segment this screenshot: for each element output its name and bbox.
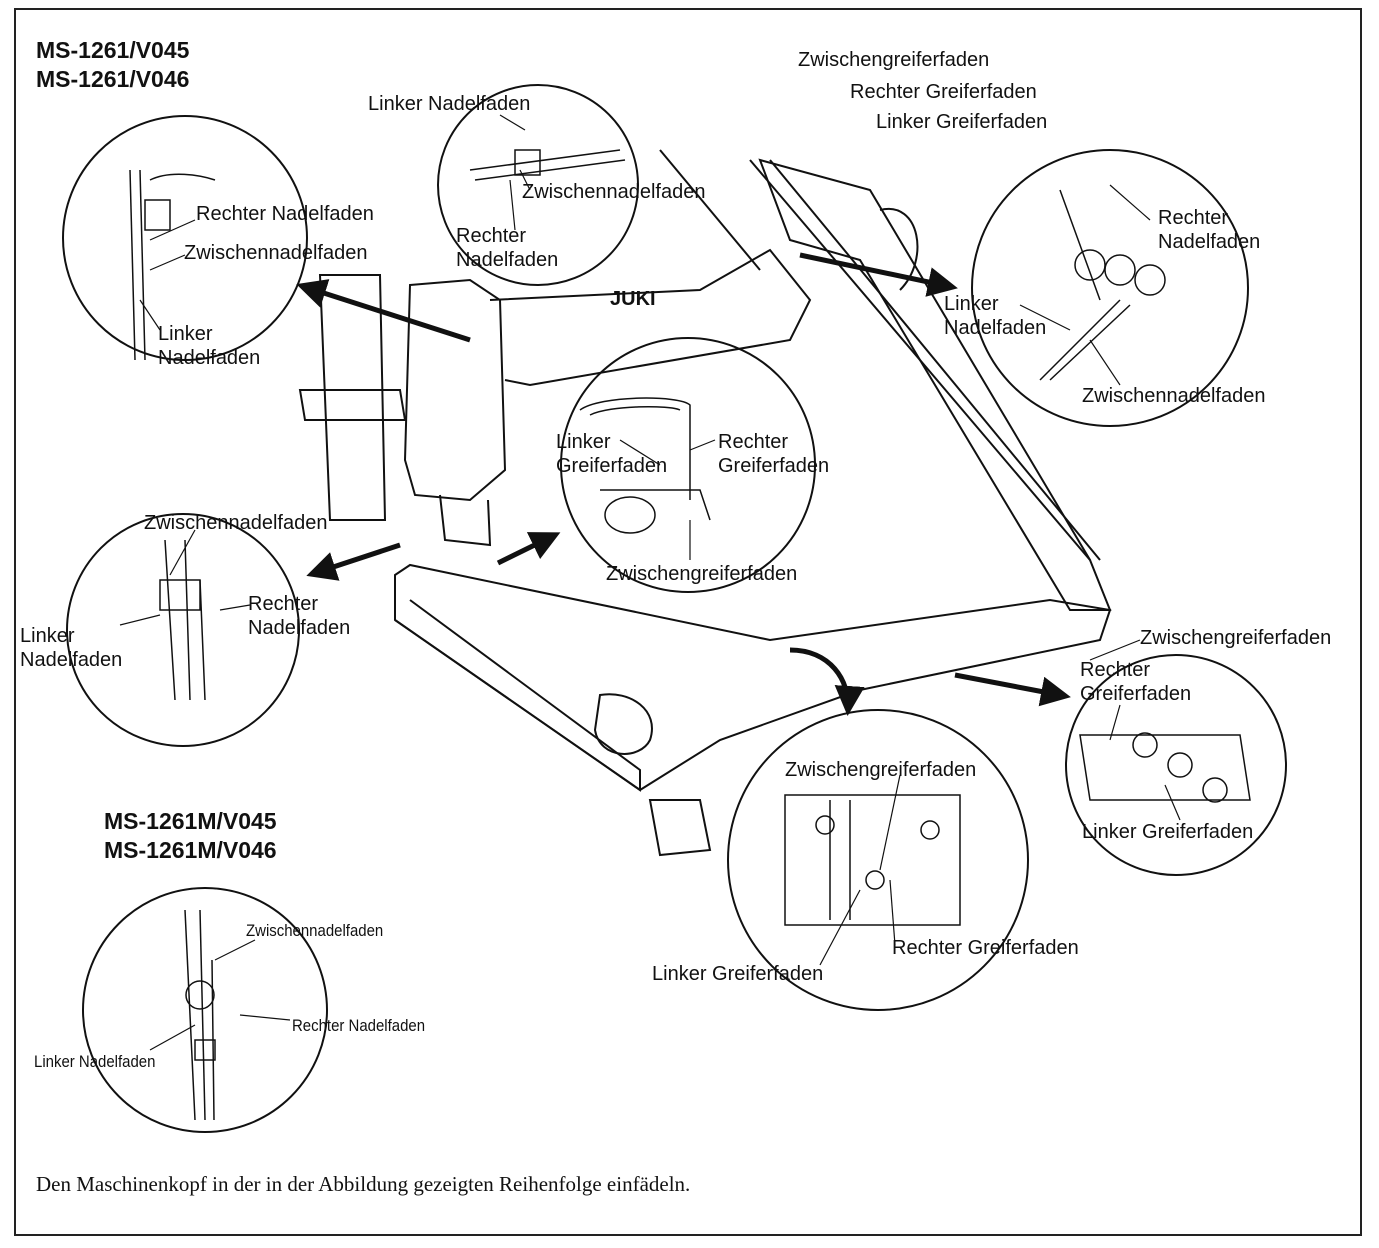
label-rechter-nadelfaden: Rechter Nadelfaden [248, 593, 351, 639]
label-zwischennadelfaden: Zwischennadelfaden [144, 512, 328, 534]
detail-circle-right [971, 149, 1249, 427]
label-zwischengreiferfaden: Zwischengreiferfaden [1140, 627, 1332, 649]
detail-circle-bottom-right [1065, 654, 1287, 876]
label-linker-greiferfaden: Linker Greiferfaden [876, 111, 1048, 133]
label-linker-greiferfaden: Linker Greiferfaden [1082, 821, 1254, 843]
model-name: MS-1261M/V046 [104, 837, 277, 863]
detail-circle-left-middle [66, 513, 300, 747]
machine-base [394, 563, 1112, 792]
juki-logo: JUKI [610, 288, 656, 310]
label-linker-greiferfaden: Linker Greiferfaden [652, 963, 824, 985]
figure-caption: Den Maschinenkopf in der in der Abbildun… [36, 1172, 691, 1196]
label-rechter-nadelfaden: Rechter Nadelfaden [456, 225, 559, 271]
label-rechter-nadelfaden: Rechter Nadelfaden [196, 203, 374, 225]
label-zwischengreiferfaden: Zwischengreiferfaden [785, 759, 977, 781]
label-zwischennadelfaden: Zwischennadelfaden [246, 921, 384, 940]
detail-circle-bottom-left [82, 887, 328, 1133]
label-linker-nadelfaden: Linker Nadelfaden [158, 323, 261, 369]
detail-circle-center [560, 337, 816, 593]
detail-circle-bottom-center [727, 709, 1029, 1011]
label-zwischennadelfaden: Zwischennadelfaden [1082, 385, 1266, 407]
label-zwischengreiferfaden: Zwischengreiferfaden [798, 49, 990, 71]
label-zwischennadelfaden: Zwischennadelfaden [184, 242, 368, 264]
label-zwischennadelfaden: Zwischennadelfaden [522, 181, 706, 203]
model-name: MS-1261/V045 [36, 37, 190, 63]
label-linker-nadelfaden: Linker Nadelfaden [34, 1052, 156, 1071]
label-rechter-nadelfaden: Rechter Nadelfaden [1158, 207, 1261, 253]
label-zwischengreiferfaden: Zwischengreiferfaden [606, 563, 798, 585]
machine-head [403, 278, 507, 502]
detail-circle-top-left [62, 115, 308, 361]
label-rechter-nadelfaden: Rechter Nadelfaden [292, 1016, 426, 1035]
model-heading-m: MS-1261M/V045 MS-1261M/V046 [104, 807, 277, 865]
model-name: MS-1261M/V045 [104, 808, 277, 834]
machine-arm [758, 158, 1112, 611]
model-name: MS-1261/V046 [36, 66, 190, 92]
label-rechter-greiferfaden: Rechter Greiferfaden [1080, 659, 1192, 705]
detail-circle-top-middle [437, 84, 639, 286]
label-rechter-greiferfaden: Rechter Greiferfaden [850, 81, 1037, 103]
label-rechter-greiferfaden: Rechter Greiferfaden [718, 431, 830, 477]
label-rechter-greiferfaden: Rechter Greiferfaden [892, 937, 1079, 959]
label-linker-nadelfaden: Linker Nadelfaden [368, 93, 531, 115]
label-linker-nadelfaden: Linker Nadelfaden [20, 625, 123, 671]
model-heading-standard: MS-1261/V045 MS-1261/V046 [36, 36, 189, 94]
label-linker-nadelfaden: Linker Nadelfaden [944, 293, 1047, 339]
label-linker-greiferfaden: Linker Greiferfaden [556, 431, 668, 477]
